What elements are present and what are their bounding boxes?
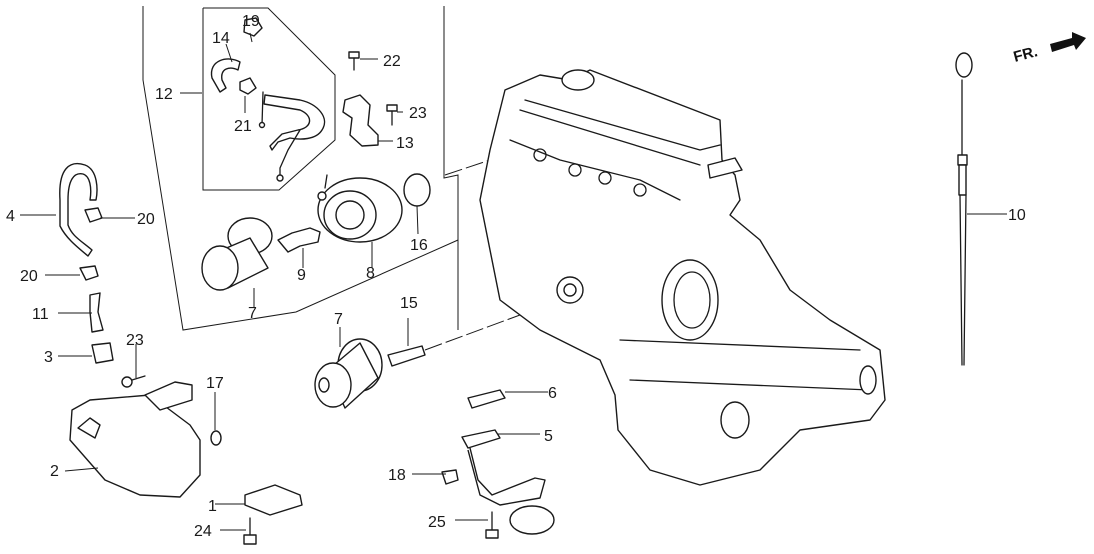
- callout-20-upper[interactable]: 20: [137, 211, 155, 228]
- front-label: FR.: [1012, 43, 1040, 66]
- callout-23-lower[interactable]: 23: [126, 332, 144, 349]
- grommet-3-part: [91, 342, 114, 364]
- callout-14[interactable]: 14: [212, 30, 230, 47]
- center-bolt-part: [277, 227, 321, 253]
- callout-19[interactable]: 19: [242, 13, 260, 30]
- bolt-25-part: [485, 511, 499, 539]
- callout-1[interactable]: 1: [208, 498, 217, 515]
- oil-filter-part-lower: [314, 338, 383, 409]
- washer-17-part: [210, 430, 222, 446]
- bolt-23a-part: [386, 104, 398, 126]
- callout-3[interactable]: 3: [44, 349, 53, 366]
- callout-11[interactable]: 11: [32, 306, 49, 323]
- filter-joint-part: [387, 345, 426, 367]
- nut-18-part: [441, 469, 459, 485]
- callout-20-lower[interactable]: 20: [20, 268, 38, 285]
- oil-cooler-part: [317, 174, 403, 243]
- front-direction-indicator: FR.: [1012, 32, 1086, 66]
- callout-16[interactable]: 16: [410, 237, 428, 254]
- callout-8[interactable]: 8: [366, 265, 375, 282]
- hose-assembly-part: [210, 17, 326, 182]
- callout-15[interactable]: 15: [400, 295, 418, 312]
- joint-11-part: [89, 292, 104, 333]
- breather-chamber-part: [69, 381, 201, 498]
- bracket-13-part: [342, 94, 379, 147]
- callout-5[interactable]: 5: [544, 428, 553, 445]
- o-ring-part: [403, 173, 431, 207]
- strainer-gasket-part: [467, 389, 506, 409]
- callout-2[interactable]: 2: [50, 463, 59, 480]
- callout-17[interactable]: 17: [206, 375, 224, 392]
- oil-strainer-part: [461, 429, 555, 535]
- callout-22[interactable]: 22: [383, 53, 401, 70]
- callout-12[interactable]: 12: [155, 86, 173, 103]
- callout-23-upper[interactable]: 23: [409, 105, 427, 122]
- callout-25[interactable]: 25: [428, 514, 446, 531]
- callout-18[interactable]: 18: [388, 467, 406, 484]
- callout-4[interactable]: 4: [6, 208, 15, 225]
- arrow-right-icon: [1050, 32, 1086, 52]
- callout-21[interactable]: 21: [234, 118, 252, 135]
- bracket-1-part: [244, 484, 303, 516]
- callout-10[interactable]: 10: [1008, 207, 1026, 224]
- clamp-20b-part: [79, 265, 99, 281]
- breather-hose-part: [59, 163, 98, 257]
- callout-9[interactable]: 9: [297, 267, 306, 284]
- bolt-24-part: [243, 517, 257, 545]
- clamp-20a-part: [84, 207, 103, 223]
- callout-24[interactable]: 24: [194, 523, 212, 540]
- callout-7-upper[interactable]: 7: [248, 305, 257, 322]
- dipstick-part: [955, 52, 973, 366]
- callout-6[interactable]: 6: [548, 385, 557, 402]
- callout-labels: 1 2 3 4 5 6 7 7 8 9 10 11 12 13 14 15 16…: [6, 13, 1026, 540]
- bolt-22-part: [348, 51, 360, 71]
- callout-7-lower[interactable]: 7: [334, 311, 343, 328]
- oil-filter-part-upper: [201, 217, 273, 291]
- group-boundary: [142, 6, 521, 331]
- leader-lines: [20, 32, 1007, 531]
- callout-13[interactable]: 13: [396, 135, 414, 152]
- bolt-23b-part: [121, 375, 146, 388]
- engine-block-part: [479, 69, 886, 486]
